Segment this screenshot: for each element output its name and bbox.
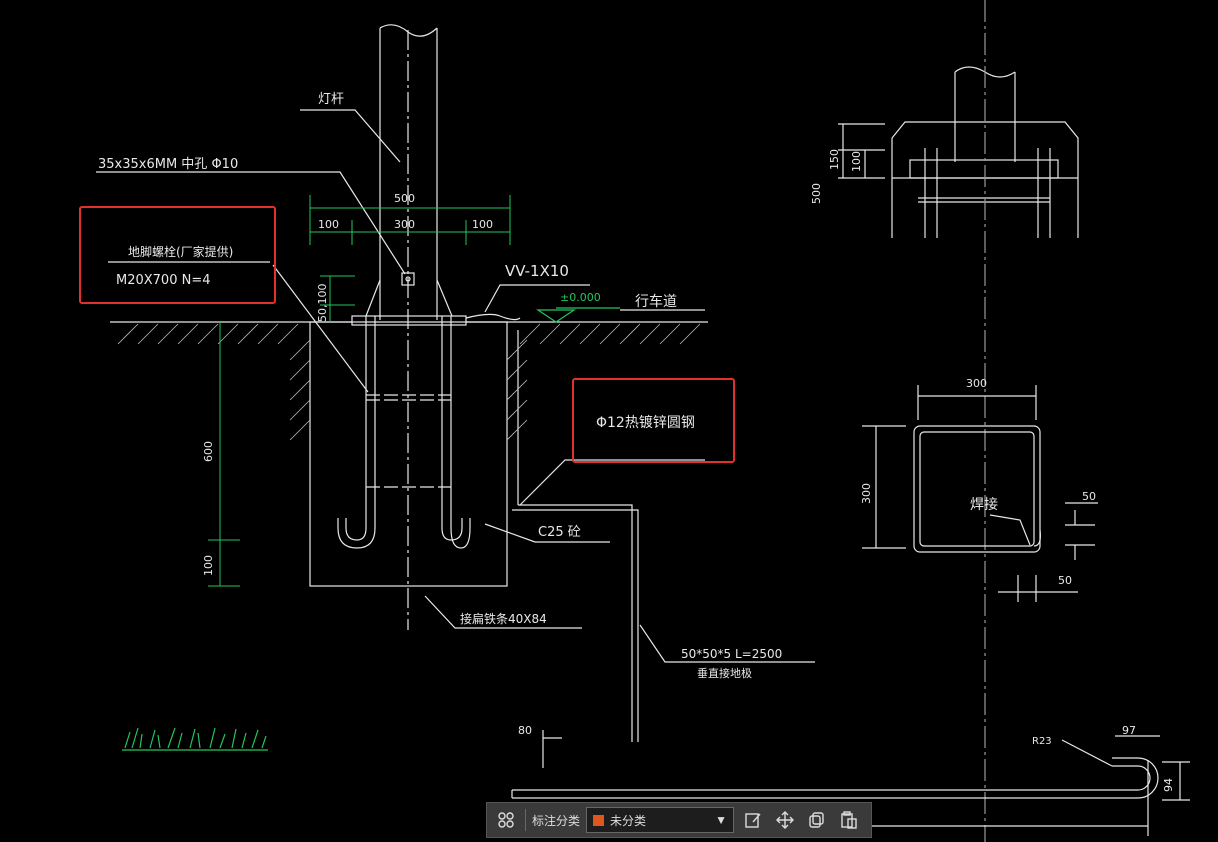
highlight-box-steel[interactable] (572, 378, 735, 463)
edit-icon[interactable] (740, 807, 766, 833)
anchor-spec: M20X700 N=4 (116, 273, 211, 288)
cable-label: VV-1X10 (505, 262, 569, 280)
dim-100-bottom: 100 (202, 555, 215, 576)
earth-strip-label: 接扁铁条40X84 (460, 611, 547, 626)
angle-label: 50*50*5 L=2500 (681, 647, 782, 661)
dim-80: 80 (518, 724, 532, 737)
dim-500-right: 500 (810, 183, 823, 204)
level-label: ±0.000 (560, 291, 601, 304)
dim-50-a: 50 (1082, 490, 1096, 503)
dim-50-b: 50 (1058, 574, 1072, 587)
steel-label: Φ12热镀锌圆钢 (596, 414, 695, 431)
dim-600: 600 (202, 441, 215, 462)
ground-plate-label: 垂直接地极 (697, 666, 752, 680)
radius-label: R23 (1032, 736, 1052, 747)
dim-300: 300 (394, 218, 415, 231)
chevron-down-icon: ▼ (715, 813, 728, 827)
road-label: 行车道 (635, 293, 677, 310)
annotation-toolbar: 标注分类 未分类 ▼ (486, 802, 872, 838)
concrete-label: C25 砼 (538, 525, 581, 540)
dim-300-section-top: 300 (966, 377, 987, 390)
grid-icon[interactable] (493, 807, 519, 833)
weld-label: 焊接 (970, 496, 998, 513)
highlight-box-anchor[interactable] (79, 206, 276, 304)
dim-100-left: 100 (318, 218, 339, 231)
category-label: 标注分类 (532, 813, 581, 828)
dim-97: 97 (1122, 724, 1136, 737)
category-selected-value: 未分类 (610, 813, 647, 828)
move-icon[interactable] (772, 807, 798, 833)
dim-500: 500 (394, 192, 415, 205)
paste-icon[interactable] (836, 807, 862, 833)
dim-50-100: 50,100 (316, 284, 329, 323)
flange-label: 35x35x6MM 中孔 Φ10 (98, 157, 238, 172)
dim-100-right-elev: 100 (850, 151, 863, 172)
dim-100-right: 100 (472, 218, 493, 231)
dim-300-section-side: 300 (860, 483, 873, 504)
category-color-swatch (593, 814, 605, 826)
toolbar-divider (525, 809, 526, 831)
category-select[interactable]: 未分类 ▼ (586, 807, 735, 833)
dim-94: 94 (1162, 778, 1175, 792)
anchor-title: 地脚螺栓(厂家提供) (128, 244, 233, 259)
dim-150: 150 (828, 149, 841, 170)
copy-icon[interactable] (804, 807, 830, 833)
pole-label: 灯杆 (318, 92, 344, 107)
